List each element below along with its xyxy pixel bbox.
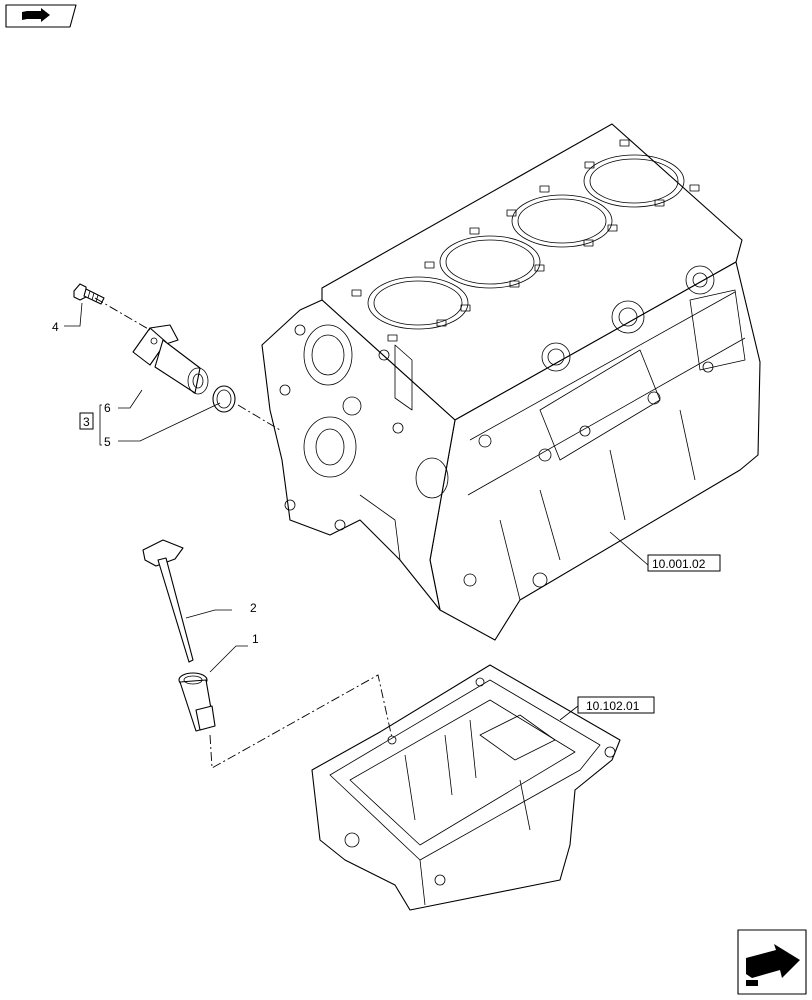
cylinder-bore (367, 276, 469, 330)
ref-label-oil-pan[interactable]: 10.102.01 (586, 699, 640, 713)
callout-3-box (79, 412, 94, 430)
book-arrow-icon[interactable] (5, 4, 77, 28)
cylinder-bore (439, 235, 541, 289)
callout-4: 4 (52, 320, 59, 334)
dipstick-tube (178, 672, 216, 732)
callout-6: 6 (104, 401, 111, 415)
callout-1: 1 (252, 632, 259, 646)
callout-2: 2 (250, 601, 257, 615)
callout-5: 5 (104, 435, 111, 449)
oil-pump-tube (132, 324, 209, 395)
callout-3: 3 (83, 415, 90, 429)
cylinder-bore (583, 154, 685, 208)
next-page-arrow-icon[interactable] (737, 929, 807, 995)
oil-pan (311, 664, 621, 911)
ref-link-engine-block[interactable]: 10.001.02 (647, 554, 721, 572)
engine-block (261, 123, 761, 641)
o-ring (212, 385, 236, 413)
ref-label-engine-block[interactable]: 10.001.02 (652, 557, 706, 571)
callout-leaders (64, 302, 649, 721)
ref-link-oil-pan[interactable]: 10.102.01 (577, 696, 655, 714)
cylinder-bore (511, 194, 613, 248)
dipstick (142, 539, 194, 663)
